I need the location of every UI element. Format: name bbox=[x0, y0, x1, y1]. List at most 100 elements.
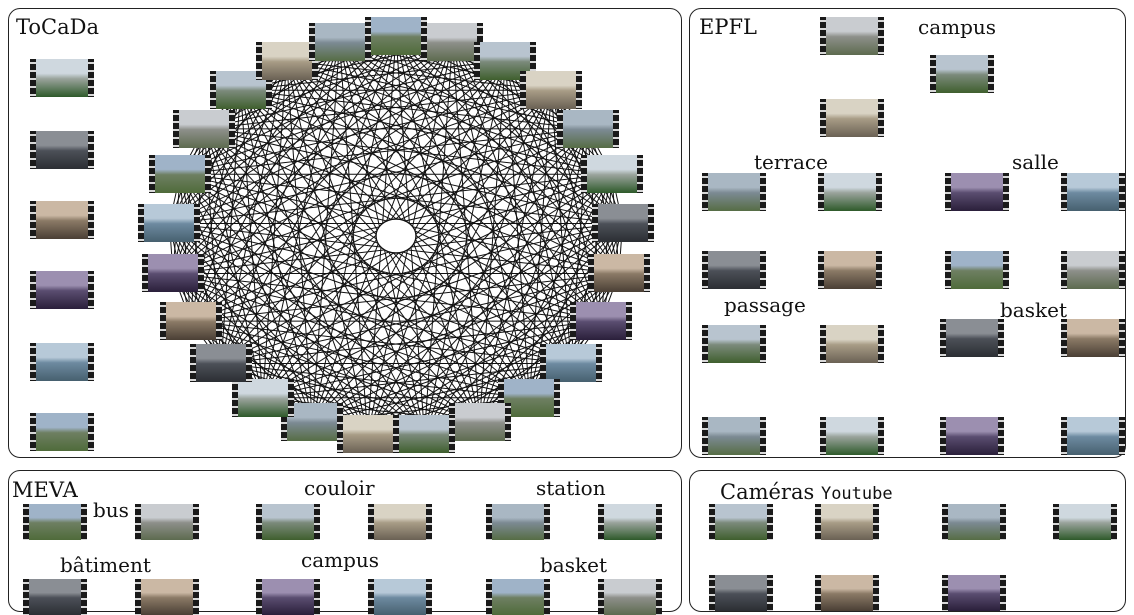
tocada-camera-thumbnail bbox=[520, 71, 583, 110]
tocada-edge bbox=[240, 89, 425, 435]
epfl-camera-thumbnail bbox=[820, 99, 884, 137]
epfl-camera-thumbnail bbox=[820, 325, 884, 363]
tocada-camera-thumbnail bbox=[142, 254, 205, 293]
tocada-edge bbox=[204, 89, 552, 130]
tocada-camera-thumbnail bbox=[149, 155, 212, 194]
tocada-camera-thumbnail bbox=[591, 204, 654, 243]
thumbnail-scene bbox=[826, 417, 878, 455]
tocada-edge bbox=[204, 60, 506, 130]
epfl-camera-thumbnail bbox=[1061, 417, 1125, 455]
tocada-extra-thumbnail bbox=[30, 131, 94, 169]
tocada-center-ring bbox=[375, 218, 417, 254]
tocada-edge bbox=[451, 42, 481, 422]
tocada-edge bbox=[172, 273, 480, 423]
tocada-edge bbox=[312, 128, 589, 423]
epfl-camera-thumbnail bbox=[818, 173, 882, 211]
tocada-edge bbox=[221, 362, 530, 399]
tocada-edge bbox=[169, 222, 572, 364]
tocada-edge bbox=[286, 60, 602, 322]
tocada-edge bbox=[179, 173, 530, 399]
meva-camera-thumbnail bbox=[598, 504, 662, 540]
tocada-edge bbox=[172, 41, 340, 274]
tocada-edge bbox=[172, 35, 397, 274]
epfl-label-passage: passage bbox=[724, 293, 806, 317]
thumbnail-scene bbox=[36, 201, 88, 239]
tocada-edge bbox=[220, 60, 288, 364]
thumbnail-scene bbox=[36, 271, 88, 309]
tocada-edge bbox=[240, 89, 620, 274]
tocada-edge bbox=[203, 128, 480, 423]
tocada-edge bbox=[528, 90, 552, 398]
thumbnail-scene bbox=[821, 575, 873, 611]
tocada-extra-thumbnail bbox=[30, 59, 94, 97]
meva-camera-thumbnail bbox=[135, 579, 199, 615]
meva-camera-thumbnail bbox=[135, 504, 199, 540]
epfl-camera-thumbnail bbox=[945, 173, 1009, 211]
meva-label-couloir: couloir bbox=[304, 476, 375, 500]
tocada-edge bbox=[339, 41, 602, 322]
epfl-camera-thumbnail bbox=[702, 251, 766, 289]
thumbnail-scene bbox=[826, 17, 878, 55]
tocada-camera-thumbnail bbox=[393, 415, 456, 454]
tocada-edge bbox=[240, 89, 588, 130]
tocada-edge bbox=[262, 60, 288, 398]
tocada-edge bbox=[169, 41, 453, 224]
epfl-camera-thumbnail bbox=[702, 417, 766, 455]
thumbnail-scene bbox=[708, 325, 760, 363]
tocada-edge bbox=[339, 41, 588, 130]
tocada-edge bbox=[179, 173, 425, 435]
tocada-edge bbox=[339, 41, 572, 364]
tocada-camera-thumbnail bbox=[448, 402, 511, 441]
thumbnail-scene bbox=[576, 302, 627, 341]
meva-camera-thumbnail bbox=[368, 504, 432, 540]
tocada-edge bbox=[424, 173, 613, 435]
tocada-edge bbox=[587, 128, 620, 274]
epfl-panel bbox=[689, 8, 1126, 458]
tocada-camera-thumbnail bbox=[190, 344, 253, 383]
meva-camera-thumbnail bbox=[486, 504, 550, 540]
tocada-edge bbox=[220, 42, 341, 364]
tocada-edge bbox=[339, 42, 369, 435]
thumbnail-scene bbox=[1067, 319, 1119, 357]
thumbnail-scene bbox=[1059, 504, 1111, 540]
youtube-camera-thumbnail bbox=[1053, 504, 1117, 540]
youtube-title-mono: Youtube bbox=[820, 484, 893, 504]
tocada-edge bbox=[240, 90, 313, 423]
thumbnail-scene bbox=[141, 504, 193, 540]
tocada-edge bbox=[504, 60, 572, 364]
thumbnail-scene bbox=[36, 59, 88, 97]
tocada-edge bbox=[339, 41, 613, 175]
tocada-edge bbox=[190, 60, 506, 322]
thumbnail-scene bbox=[36, 131, 88, 169]
tocada-edge bbox=[311, 42, 341, 422]
tocada-edge bbox=[203, 128, 368, 435]
epfl-camera-thumbnail bbox=[702, 325, 766, 363]
epfl-camera-thumbnail bbox=[1061, 251, 1125, 289]
thumbnail-scene bbox=[492, 504, 544, 540]
tocada-camera-thumbnail bbox=[336, 415, 399, 454]
epfl-camera-thumbnail bbox=[1061, 319, 1125, 357]
tocada-edge bbox=[168, 223, 222, 364]
tocada-edge bbox=[528, 128, 589, 398]
tocada-edge bbox=[240, 89, 602, 322]
tocada-camera-thumbnail bbox=[159, 302, 222, 341]
tocada-edge bbox=[395, 35, 530, 398]
thumbnail-scene bbox=[526, 71, 577, 110]
tocada-edge bbox=[190, 42, 340, 322]
tocada-edge bbox=[169, 223, 425, 435]
tocada-edge bbox=[395, 35, 620, 274]
thumbnail-scene bbox=[371, 17, 421, 55]
thumbnail-scene bbox=[586, 155, 637, 194]
thumbnail-scene bbox=[708, 173, 760, 211]
tocada-edge bbox=[203, 128, 264, 398]
epfl-camera-thumbnail bbox=[940, 319, 1004, 357]
thumbnail-scene bbox=[342, 415, 393, 454]
meva-camera-thumbnail bbox=[23, 579, 87, 615]
tocada-edge bbox=[240, 90, 369, 435]
tocada-edge bbox=[179, 173, 368, 435]
tocada-edge bbox=[262, 42, 341, 398]
thumbnail-scene bbox=[936, 55, 988, 93]
tocada-edge bbox=[423, 60, 506, 435]
tocada-extra-thumbnail bbox=[30, 271, 94, 309]
tocada-edge bbox=[286, 60, 588, 130]
